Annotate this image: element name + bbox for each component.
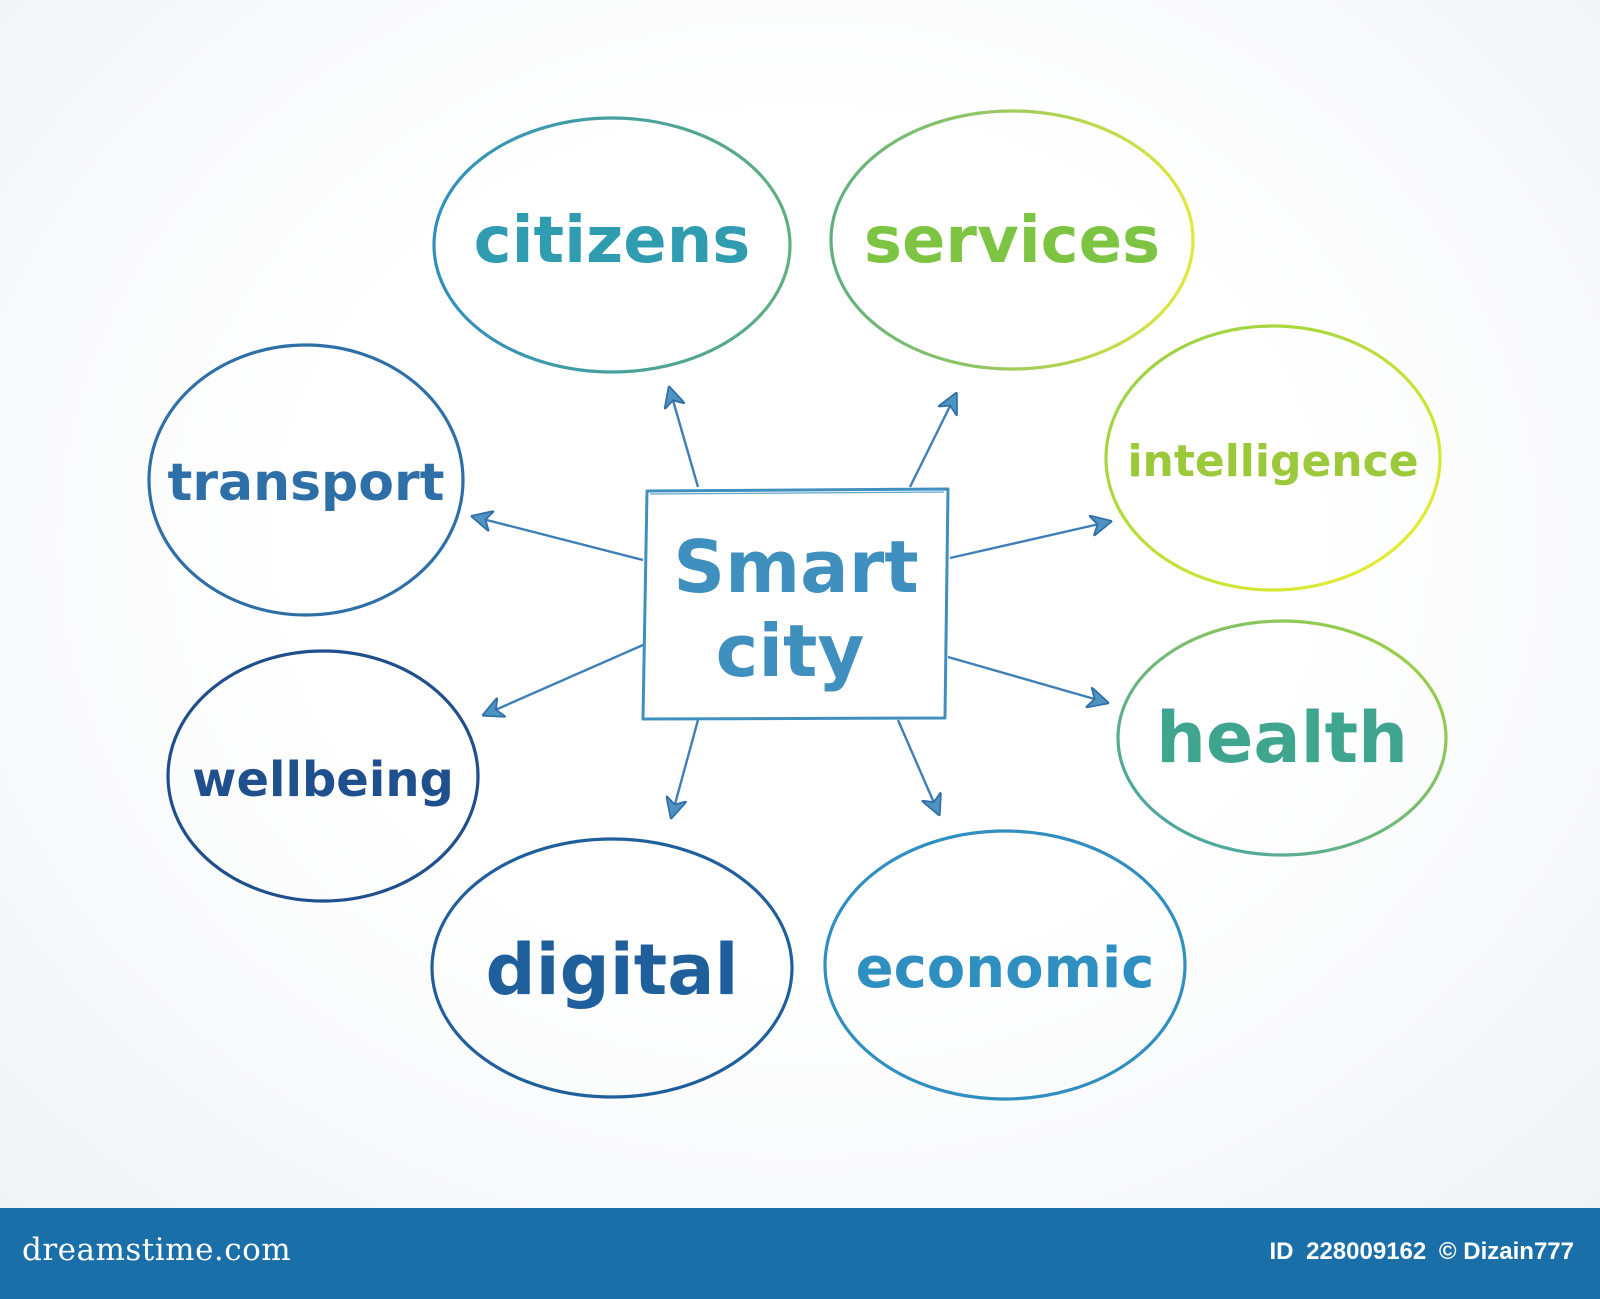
label-digital: digital <box>486 929 739 1011</box>
node-labels: citizens services intelligence health ec… <box>167 204 1418 1011</box>
center-box <box>641 487 950 721</box>
label-intelligence: intelligence <box>1127 436 1418 487</box>
ellipse-digital <box>430 837 794 1099</box>
footer-id-value: 228009162 <box>1306 1238 1427 1265</box>
ellipse-transport <box>147 343 465 617</box>
label-health: health <box>1156 697 1408 779</box>
footer-id-label: ID <box>1269 1238 1294 1265</box>
diagram-canvas: citizens services intelligence health ec… <box>0 0 1600 1208</box>
arrow-digital <box>672 719 700 815</box>
label-wellbeing: wellbeing <box>192 752 454 808</box>
arrow-citizens <box>670 390 700 488</box>
ellipse-citizens <box>432 116 792 374</box>
label-economic: economic <box>856 936 1155 1001</box>
center-label-line1: Smart <box>673 525 918 609</box>
ellipse-services <box>829 109 1195 371</box>
arrow-transport <box>475 517 644 562</box>
label-services: services <box>864 204 1160 278</box>
arrow-economic <box>896 719 938 812</box>
arrow-wellbeing <box>486 643 644 714</box>
footer-credit: © Dizain777 <box>1438 1238 1574 1265</box>
ellipse-wellbeing <box>166 649 480 903</box>
node-ellipses <box>147 109 1448 1101</box>
footer-bar: dreamstime.com ID 228009162 © Dizain777 <box>0 1208 1600 1299</box>
footer-id: ID 228009162 © Dizain777 <box>1263 1238 1574 1266</box>
arrow-services <box>908 396 955 488</box>
label-citizens: citizens <box>474 204 751 278</box>
arrow-intelligence <box>949 522 1108 560</box>
center-label-line2: city <box>716 609 865 693</box>
connector-arrows <box>475 390 1108 815</box>
mind-map: citizens services intelligence health ec… <box>147 109 1448 1101</box>
label-transport: transport <box>167 453 444 513</box>
arrow-health <box>947 655 1105 702</box>
footer-brand: dreamstime.com <box>22 1232 292 1268</box>
ellipse-intelligence <box>1104 324 1442 592</box>
center-label: Smart city <box>673 525 918 693</box>
ellipse-health <box>1116 619 1448 857</box>
ellipse-economic <box>823 829 1187 1101</box>
